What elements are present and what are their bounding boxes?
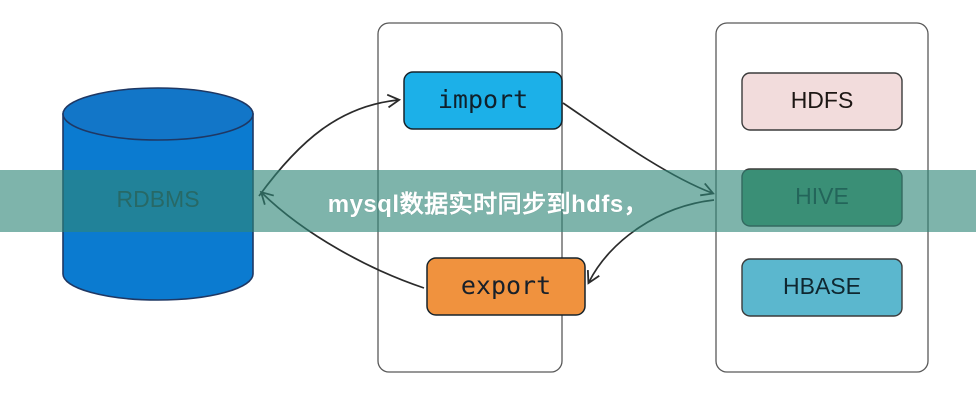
hbase-box[interactable]: HBASE (741, 258, 903, 317)
hdfs-label: HDFS (791, 87, 854, 113)
hive-label: HIVE (795, 183, 849, 209)
rdbms-cylinder[interactable]: RDBMS (62, 87, 254, 301)
hbase-label: HBASE (783, 273, 861, 299)
hbase-box-shape (741, 258, 903, 317)
export-label: export (461, 271, 551, 300)
import-label: import (438, 85, 528, 114)
rdbms-label: RDBMS (116, 186, 199, 212)
cylinder-top (62, 87, 254, 141)
hdfs-box[interactable]: HDFS (741, 72, 903, 131)
import-box-shape (403, 71, 563, 130)
export-box[interactable]: export (426, 257, 586, 316)
edge-hive-to-export (586, 199, 715, 285)
hive-box[interactable]: HIVE (741, 168, 903, 227)
import-box[interactable]: import (403, 71, 563, 130)
export-box-shape (426, 257, 586, 316)
hdfs-box-shape (741, 72, 903, 131)
edge-import-to-hive (562, 102, 715, 197)
edge-rdbms-to-import (258, 93, 402, 197)
